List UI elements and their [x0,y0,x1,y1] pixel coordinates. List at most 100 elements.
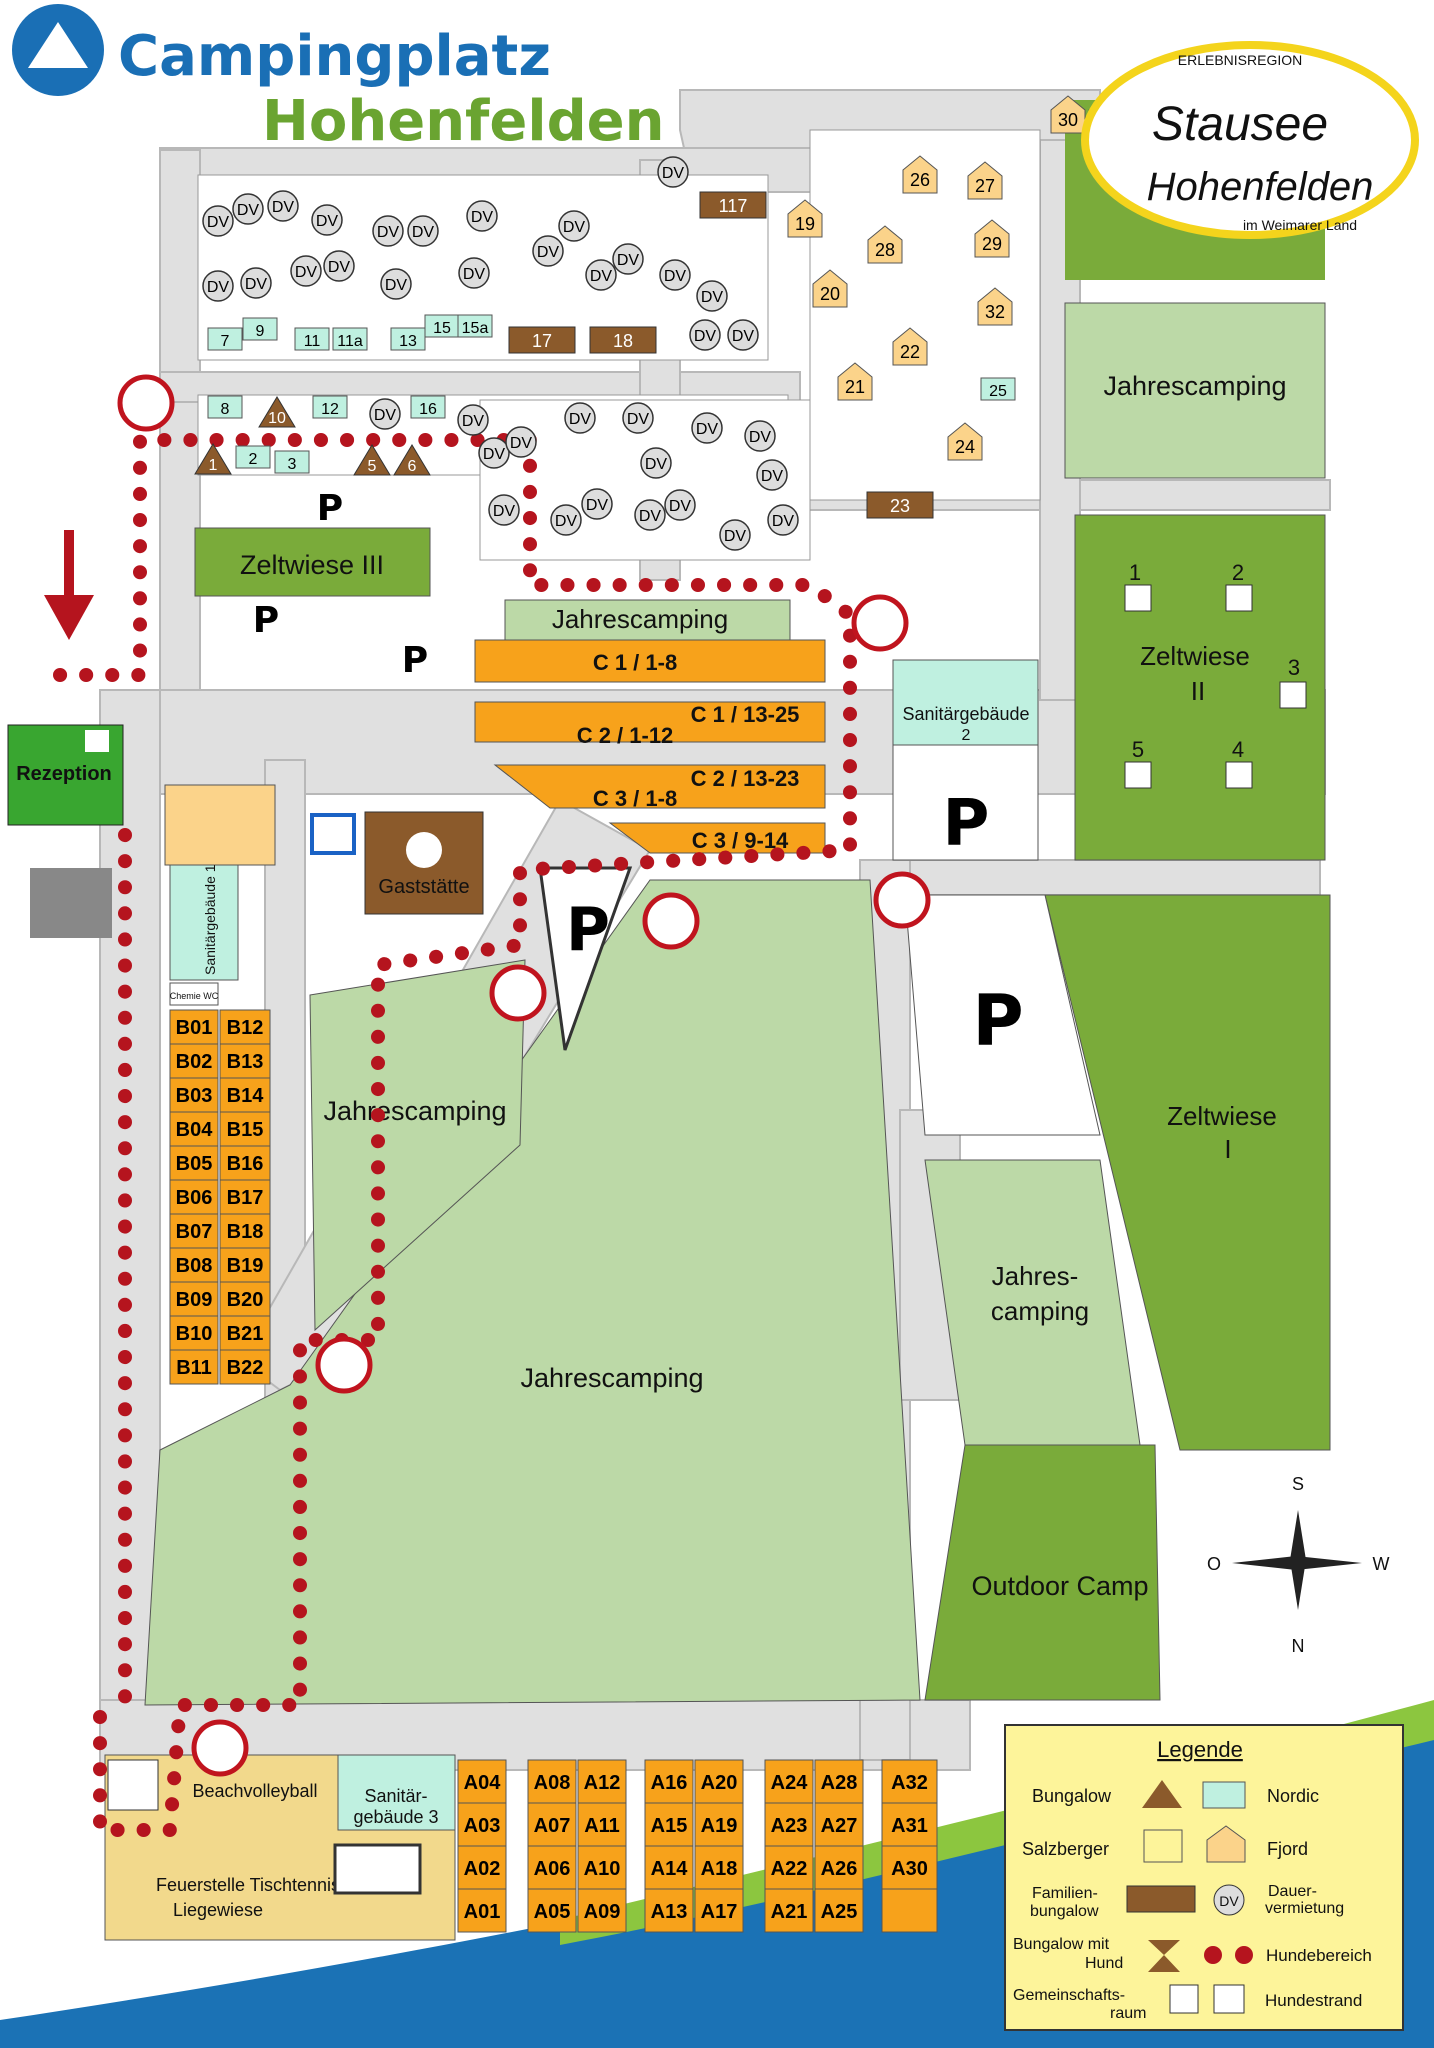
b-pitch[interactable] [169,1315,219,1351]
bungalow-unit[interactable] [393,444,431,476]
dv-unit[interactable] [657,156,689,188]
dv-unit[interactable] [267,190,299,222]
fjord-unit[interactable] [892,327,928,366]
b-pitch[interactable] [169,1111,219,1147]
dv-unit[interactable] [622,402,654,434]
fjord-unit[interactable] [837,362,873,401]
a-pitch[interactable] [814,1759,864,1804]
a-pitch[interactable] [527,1759,577,1804]
bungalow-unit[interactable] [194,443,232,475]
a-pitch[interactable] [694,1845,744,1890]
a-pitch[interactable] [577,1802,627,1847]
a-pitch[interactable] [527,1888,577,1933]
nordic-unit[interactable] [410,395,446,419]
bungalow-unit[interactable] [353,444,391,476]
a-pitch[interactable] [577,1759,627,1804]
dv-unit[interactable] [659,259,691,291]
dv-unit[interactable] [232,193,264,225]
a-pitch[interactable] [814,1802,864,1847]
dv-unit[interactable] [240,267,272,299]
dv-unit[interactable] [634,499,666,531]
nordic-unit[interactable] [207,395,243,419]
dv-unit[interactable] [744,420,776,452]
b-pitch[interactable] [219,1077,271,1113]
a-pitch[interactable] [881,1845,938,1890]
nordic-unit[interactable] [312,395,348,419]
c-row-2[interactable] [474,701,826,743]
a-pitch[interactable] [644,1845,694,1890]
nordic-unit[interactable] [207,327,243,351]
fjord-unit[interactable] [947,422,983,461]
a-pitch[interactable] [694,1888,744,1933]
dv-unit[interactable] [505,426,537,458]
c-row-1[interactable] [474,639,826,683]
c-row-3[interactable] [493,764,826,809]
dv-unit[interactable] [756,459,788,491]
b-pitch[interactable] [169,1281,219,1317]
dv-unit[interactable] [727,319,759,351]
dv-unit[interactable] [640,447,672,479]
a-pitch[interactable] [577,1845,627,1890]
fjord-unit[interactable] [967,161,1003,200]
dv-unit[interactable] [380,268,412,300]
a-pitch[interactable] [457,1845,507,1890]
nordic-unit[interactable] [980,377,1016,401]
dv-unit[interactable] [202,205,234,237]
a-pitch[interactable] [457,1802,507,1847]
nordic-unit[interactable] [242,317,278,341]
dv-unit[interactable] [478,437,510,469]
b-pitch[interactable] [219,1009,271,1045]
fjord-unit[interactable] [902,155,938,194]
dv-unit[interactable] [581,488,613,520]
a-pitch[interactable] [881,1888,938,1933]
a-pitch[interactable] [457,1888,507,1933]
a-pitch[interactable] [644,1802,694,1847]
family-bungalow-unit[interactable] [866,491,934,519]
fjord-unit[interactable] [1050,95,1086,134]
b-pitch[interactable] [169,1179,219,1215]
a-pitch[interactable] [764,1888,814,1933]
fjord-unit[interactable] [867,225,903,264]
nordic-unit[interactable] [274,450,310,474]
bungalow-unit[interactable] [258,396,296,428]
nordic-unit[interactable] [332,327,368,351]
a-pitch[interactable] [881,1802,938,1847]
dv-unit[interactable] [719,519,751,551]
b-pitch[interactable] [169,1213,219,1249]
dv-unit[interactable] [457,404,489,436]
b-pitch[interactable] [169,1145,219,1181]
family-bungalow-unit[interactable] [508,326,576,354]
b-pitch[interactable] [219,1349,271,1385]
a-pitch[interactable] [764,1759,814,1804]
dv-unit[interactable] [664,489,696,521]
b-pitch[interactable] [169,1009,219,1045]
dv-unit[interactable] [290,255,322,287]
dv-unit[interactable] [488,494,520,526]
nordic-unit[interactable] [390,327,426,351]
dv-unit[interactable] [689,319,721,351]
a-pitch[interactable] [577,1888,627,1933]
a-pitch[interactable] [457,1759,507,1804]
a-pitch[interactable] [814,1845,864,1890]
dv-unit[interactable] [585,259,617,291]
dv-unit[interactable] [696,280,728,312]
a-pitch[interactable] [764,1845,814,1890]
dv-unit[interactable] [458,257,490,289]
b-pitch[interactable] [219,1111,271,1147]
dv-unit[interactable] [550,504,582,536]
fjord-unit[interactable] [974,219,1010,258]
b-pitch[interactable] [219,1315,271,1351]
a-pitch[interactable] [814,1888,864,1933]
b-pitch[interactable] [219,1213,271,1249]
a-pitch[interactable] [527,1845,577,1890]
b-pitch[interactable] [219,1043,271,1079]
dv-unit[interactable] [372,215,404,247]
dv-unit[interactable] [767,504,799,536]
a-pitch[interactable] [644,1759,694,1804]
b-pitch[interactable] [219,1145,271,1181]
dv-unit[interactable] [532,235,564,267]
nordic-unit[interactable] [235,445,271,469]
nordic-unit[interactable] [294,327,330,351]
dv-unit[interactable] [369,398,401,430]
dv-unit[interactable] [202,270,234,302]
